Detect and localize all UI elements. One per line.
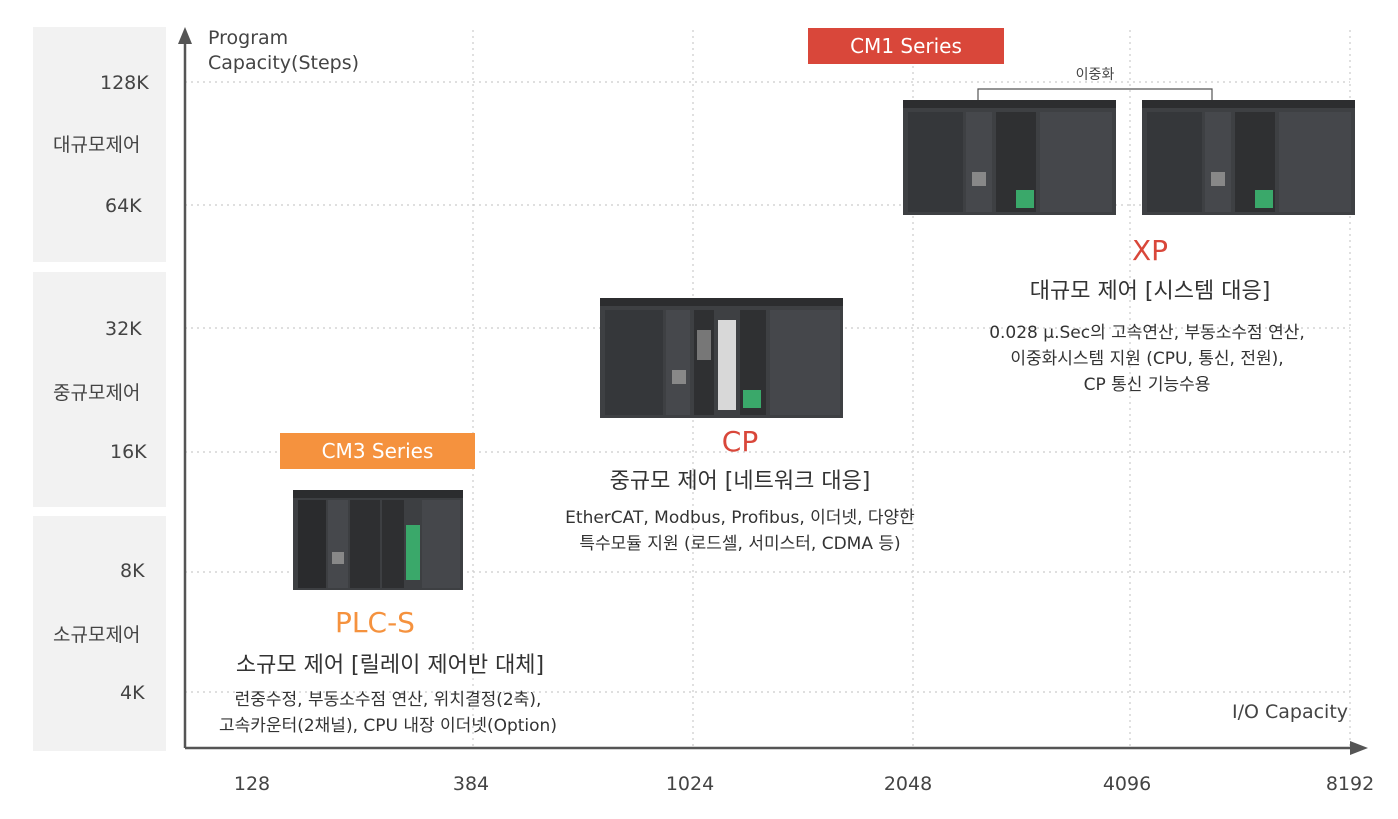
y-tick-label: 8K	[120, 560, 145, 582]
cp-desc-line: EtherCAT, Modbus, Profibus, 이더넷, 다양한	[565, 508, 915, 528]
cp-product-description: EtherCAT, Modbus, Profibus, 이더넷, 다양한 특수모…	[565, 505, 915, 557]
band-large	[33, 27, 166, 262]
y-tick-label: 32K	[105, 318, 142, 340]
y-tick-label: 128K	[100, 72, 149, 94]
plcs-product-subtitle: 소규모 제어 [릴레이 제어반 대체]	[235, 653, 545, 678]
zone-label-large: 대규모제어	[53, 134, 141, 156]
x-tick-label: 8192	[1325, 773, 1375, 795]
xp-desc-line: 이중화시스템 지원 (CPU, 통신, 전원),	[1010, 349, 1284, 369]
y-tick-label: 64K	[105, 195, 142, 217]
plcs-product-description: 런중수정, 부동소수점 연산, 위치결정(2축), 고속카운터(2채널), CP…	[219, 687, 557, 739]
plcs-device-image	[293, 490, 463, 590]
plcs-desc-line: 런중수정, 부동소수점 연산, 위치결정(2축),	[234, 690, 542, 710]
x-tick-label: 384	[452, 773, 490, 795]
x-axis-title: I/O Capacity	[1232, 701, 1349, 723]
plcs-desc-line: 고속카운터(2채널), CPU 내장 이더넷(Option)	[219, 716, 557, 736]
band-medium	[33, 272, 166, 507]
x-tick-label: 1024	[665, 773, 715, 795]
x-tick-label: 2048	[883, 773, 933, 795]
zone-label-small: 소규모제어	[53, 624, 141, 646]
redundancy-bracket	[977, 88, 1213, 100]
xp-product-description: 0.028 μ.Sec의 고속연산, 부동소수점 연산, 이중화시스템 지원 (…	[989, 320, 1305, 398]
cp-device-image	[600, 298, 843, 418]
x-axis-arrow-icon	[1350, 741, 1368, 755]
xp-product-name: XP	[1131, 234, 1169, 267]
y-axis-title-line1: Program	[208, 27, 289, 49]
zone-label-medium: 중규모제어	[53, 382, 141, 404]
cm1-series-tag: CM1 Series	[808, 28, 1004, 64]
cp-product-name: CP	[721, 425, 759, 458]
xp-device-image-right	[1142, 100, 1355, 215]
y-tick-label: 4K	[120, 682, 145, 704]
y-axis-arrow-icon	[178, 27, 192, 44]
xp-device-image-left	[903, 100, 1116, 215]
cp-product-subtitle: 중규모 제어 [네트워크 대응]	[609, 469, 871, 494]
cp-desc-line: 특수모듈 지원 (로드셀, 서미스터, CDMA 등)	[579, 534, 901, 554]
y-axis-title: Program Capacity(Steps)	[208, 26, 359, 76]
redundancy-label: 이중화	[1075, 67, 1115, 83]
band-small	[33, 516, 166, 751]
x-tick-label: 4096	[1102, 773, 1152, 795]
xp-desc-line: CP 통신 기능수용	[1083, 375, 1211, 395]
cm3-series-tag: CM3 Series	[280, 433, 475, 469]
xp-desc-line: 0.028 μ.Sec의 고속연산, 부동소수점 연산,	[989, 323, 1305, 343]
x-tick-label: 128	[233, 773, 271, 795]
y-axis-title-line2: Capacity(Steps)	[208, 52, 360, 74]
xp-product-subtitle: 대규모 제어 [시스템 대응]	[1029, 279, 1271, 304]
plcs-product-name: PLC-S	[335, 606, 415, 639]
y-tick-label: 16K	[110, 441, 147, 463]
